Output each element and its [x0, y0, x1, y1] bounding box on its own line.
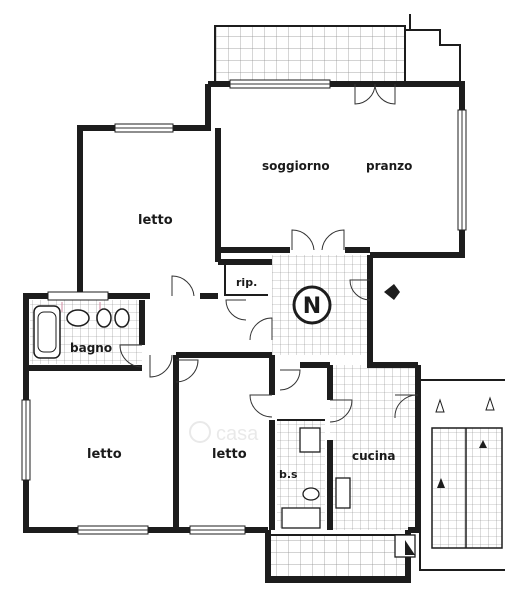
label-letto-left: letto [87, 447, 122, 462]
label-rip: rip. [236, 276, 257, 289]
label-bs: b.s [279, 468, 298, 481]
top-terrace [214, 14, 461, 85]
kitchen-fixtures [335, 477, 416, 558]
entrance-arrow-icon [384, 284, 400, 300]
label-pranzo: pranzo [366, 159, 412, 173]
bs-fixtures [281, 427, 321, 529]
watermark: casa [189, 421, 259, 445]
label-bagno: bagno [70, 341, 112, 355]
bagno-fixtures [33, 302, 130, 359]
north-letter: N [303, 294, 321, 319]
label-letto-top: letto [138, 213, 173, 228]
windows [21, 79, 467, 535]
label-soggiorno: soggiorno [262, 159, 330, 173]
bottom-balcony [267, 534, 409, 578]
watermark-text: casa [216, 423, 259, 445]
label-letto-mid: letto [212, 447, 247, 462]
north-symbol: N [292, 285, 332, 325]
staircase [419, 379, 505, 571]
interior-walls [26, 128, 370, 530]
label-cucina: cucina [352, 449, 396, 463]
door-swings [119, 83, 419, 423]
